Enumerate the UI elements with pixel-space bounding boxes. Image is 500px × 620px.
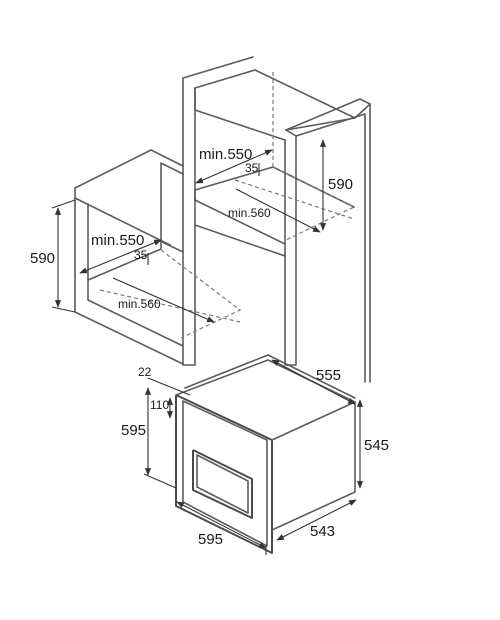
wall-min-width-label: min.550 <box>91 232 144 249</box>
oven-top-clearance-label: 110 <box>150 398 169 412</box>
oven-body-depth-label: 555 <box>316 367 341 384</box>
wall-depth-label: 35 <box>134 248 148 262</box>
oven-body-height-label: 545 <box>364 437 389 454</box>
oven-front-width-label: 595 <box>198 531 223 548</box>
wall-cabinet <box>74 149 242 365</box>
column-cabinet <box>182 56 371 383</box>
wall-min-depth-label: min.560 <box>118 297 161 311</box>
column-height-label: 590 <box>328 176 353 193</box>
oven-body-width-label: 543 <box>310 523 335 540</box>
column-min-depth-label: min.560 <box>228 206 271 220</box>
column-min-width-label: min.550 <box>199 146 252 163</box>
dimension-lines <box>51 139 364 555</box>
oven-front-height-label: 595 <box>121 422 146 439</box>
oven-frame-offset-label: 22 <box>138 365 152 379</box>
wall-height-label: 590 <box>30 250 55 267</box>
column-depth-label: 35 <box>245 161 259 175</box>
